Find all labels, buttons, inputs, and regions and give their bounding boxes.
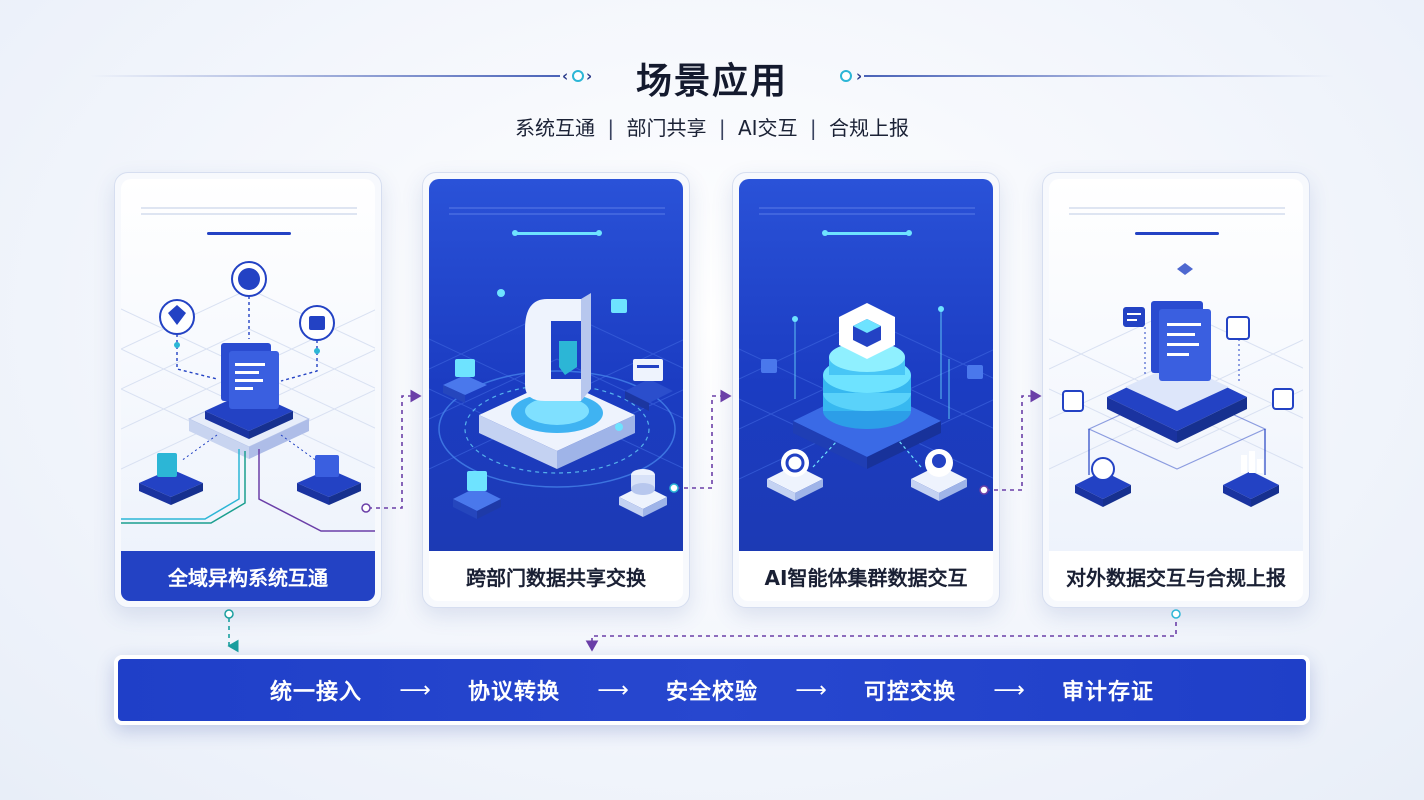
card-compliance-report[interactable]: 对外数据交互与合规上报 [1042,172,1310,608]
ai-cluster-icon [739,207,993,501]
network-hub-icon [121,207,375,532]
arrow-right-icon-4: ⟶ [993,677,1025,703]
pipeline-step-audit-evidence: 审计存证 [1062,680,1155,705]
subtitle-separator-3: | [809,116,817,140]
pipeline-step-unified-access: 统一接入 [269,680,362,705]
card-system-interconnect[interactable]: 全域异构系统互通 [114,172,382,608]
header-decor-line-left [90,75,560,77]
subtitle-separator-1: | [607,116,615,140]
subtitle-item-3: AI交互 [737,116,798,140]
subtitle-item-4: 合规上报 [829,116,909,140]
subtitle-separator-2: | [718,116,726,140]
chevron-right-icon-2: › [856,67,863,85]
card-label-3: AI智能体集群数据交互 [739,551,993,601]
compliance-report-icon [1049,207,1303,507]
pipeline-step-protocol-conversion: 协议转换 [467,680,560,705]
card-illustration-2 [429,179,683,553]
header-decor-dot-right [840,70,852,82]
card-illustration-4 [1049,179,1303,553]
header-decor-dot-left [572,70,584,82]
card-illustration-1 [121,179,375,553]
page-subtitle: 系统互通 | 部门共享 | AI交互 | 合规上报 [0,112,1424,141]
chevron-right-icon: › [586,67,593,85]
pipeline-step-security-check: 安全校验 [665,680,758,705]
card-label-2: 跨部门数据共享交换 [429,551,683,601]
page-title: 场景应用 [635,61,788,102]
card-cross-department-share[interactable]: 跨部门数据共享交换 [422,172,690,608]
arrow-right-icon-2: ⟶ [597,677,629,703]
connector-card4-pipeline [585,614,1177,652]
arrow-right-icon-3: ⟶ [795,677,827,703]
card-ai-agent-cluster[interactable]: AI智能体集群数据交互 [732,172,1000,608]
arrow-right-icon-1: ⟶ [399,677,431,703]
chevron-left-icon: ‹ [562,67,569,85]
header-decor-line-right [864,75,1334,77]
card-illustration-3 [739,179,993,553]
shared-exchange-icon [429,207,683,519]
subtitle-item-2: 部门共享 [626,116,707,140]
pipeline-step-controlled-exchange: 可控交换 [864,680,957,705]
process-pipeline: 统一接入 ⟶ 协议转换 ⟶ 安全校验 ⟶ 可控交换 ⟶ 审计存证 [114,655,1310,725]
subtitle-item-1: 系统互通 [515,116,595,140]
card-label-4: 对外数据交互与合规上报 [1049,551,1303,601]
card-label-1: 全域异构系统互通 [121,551,375,601]
